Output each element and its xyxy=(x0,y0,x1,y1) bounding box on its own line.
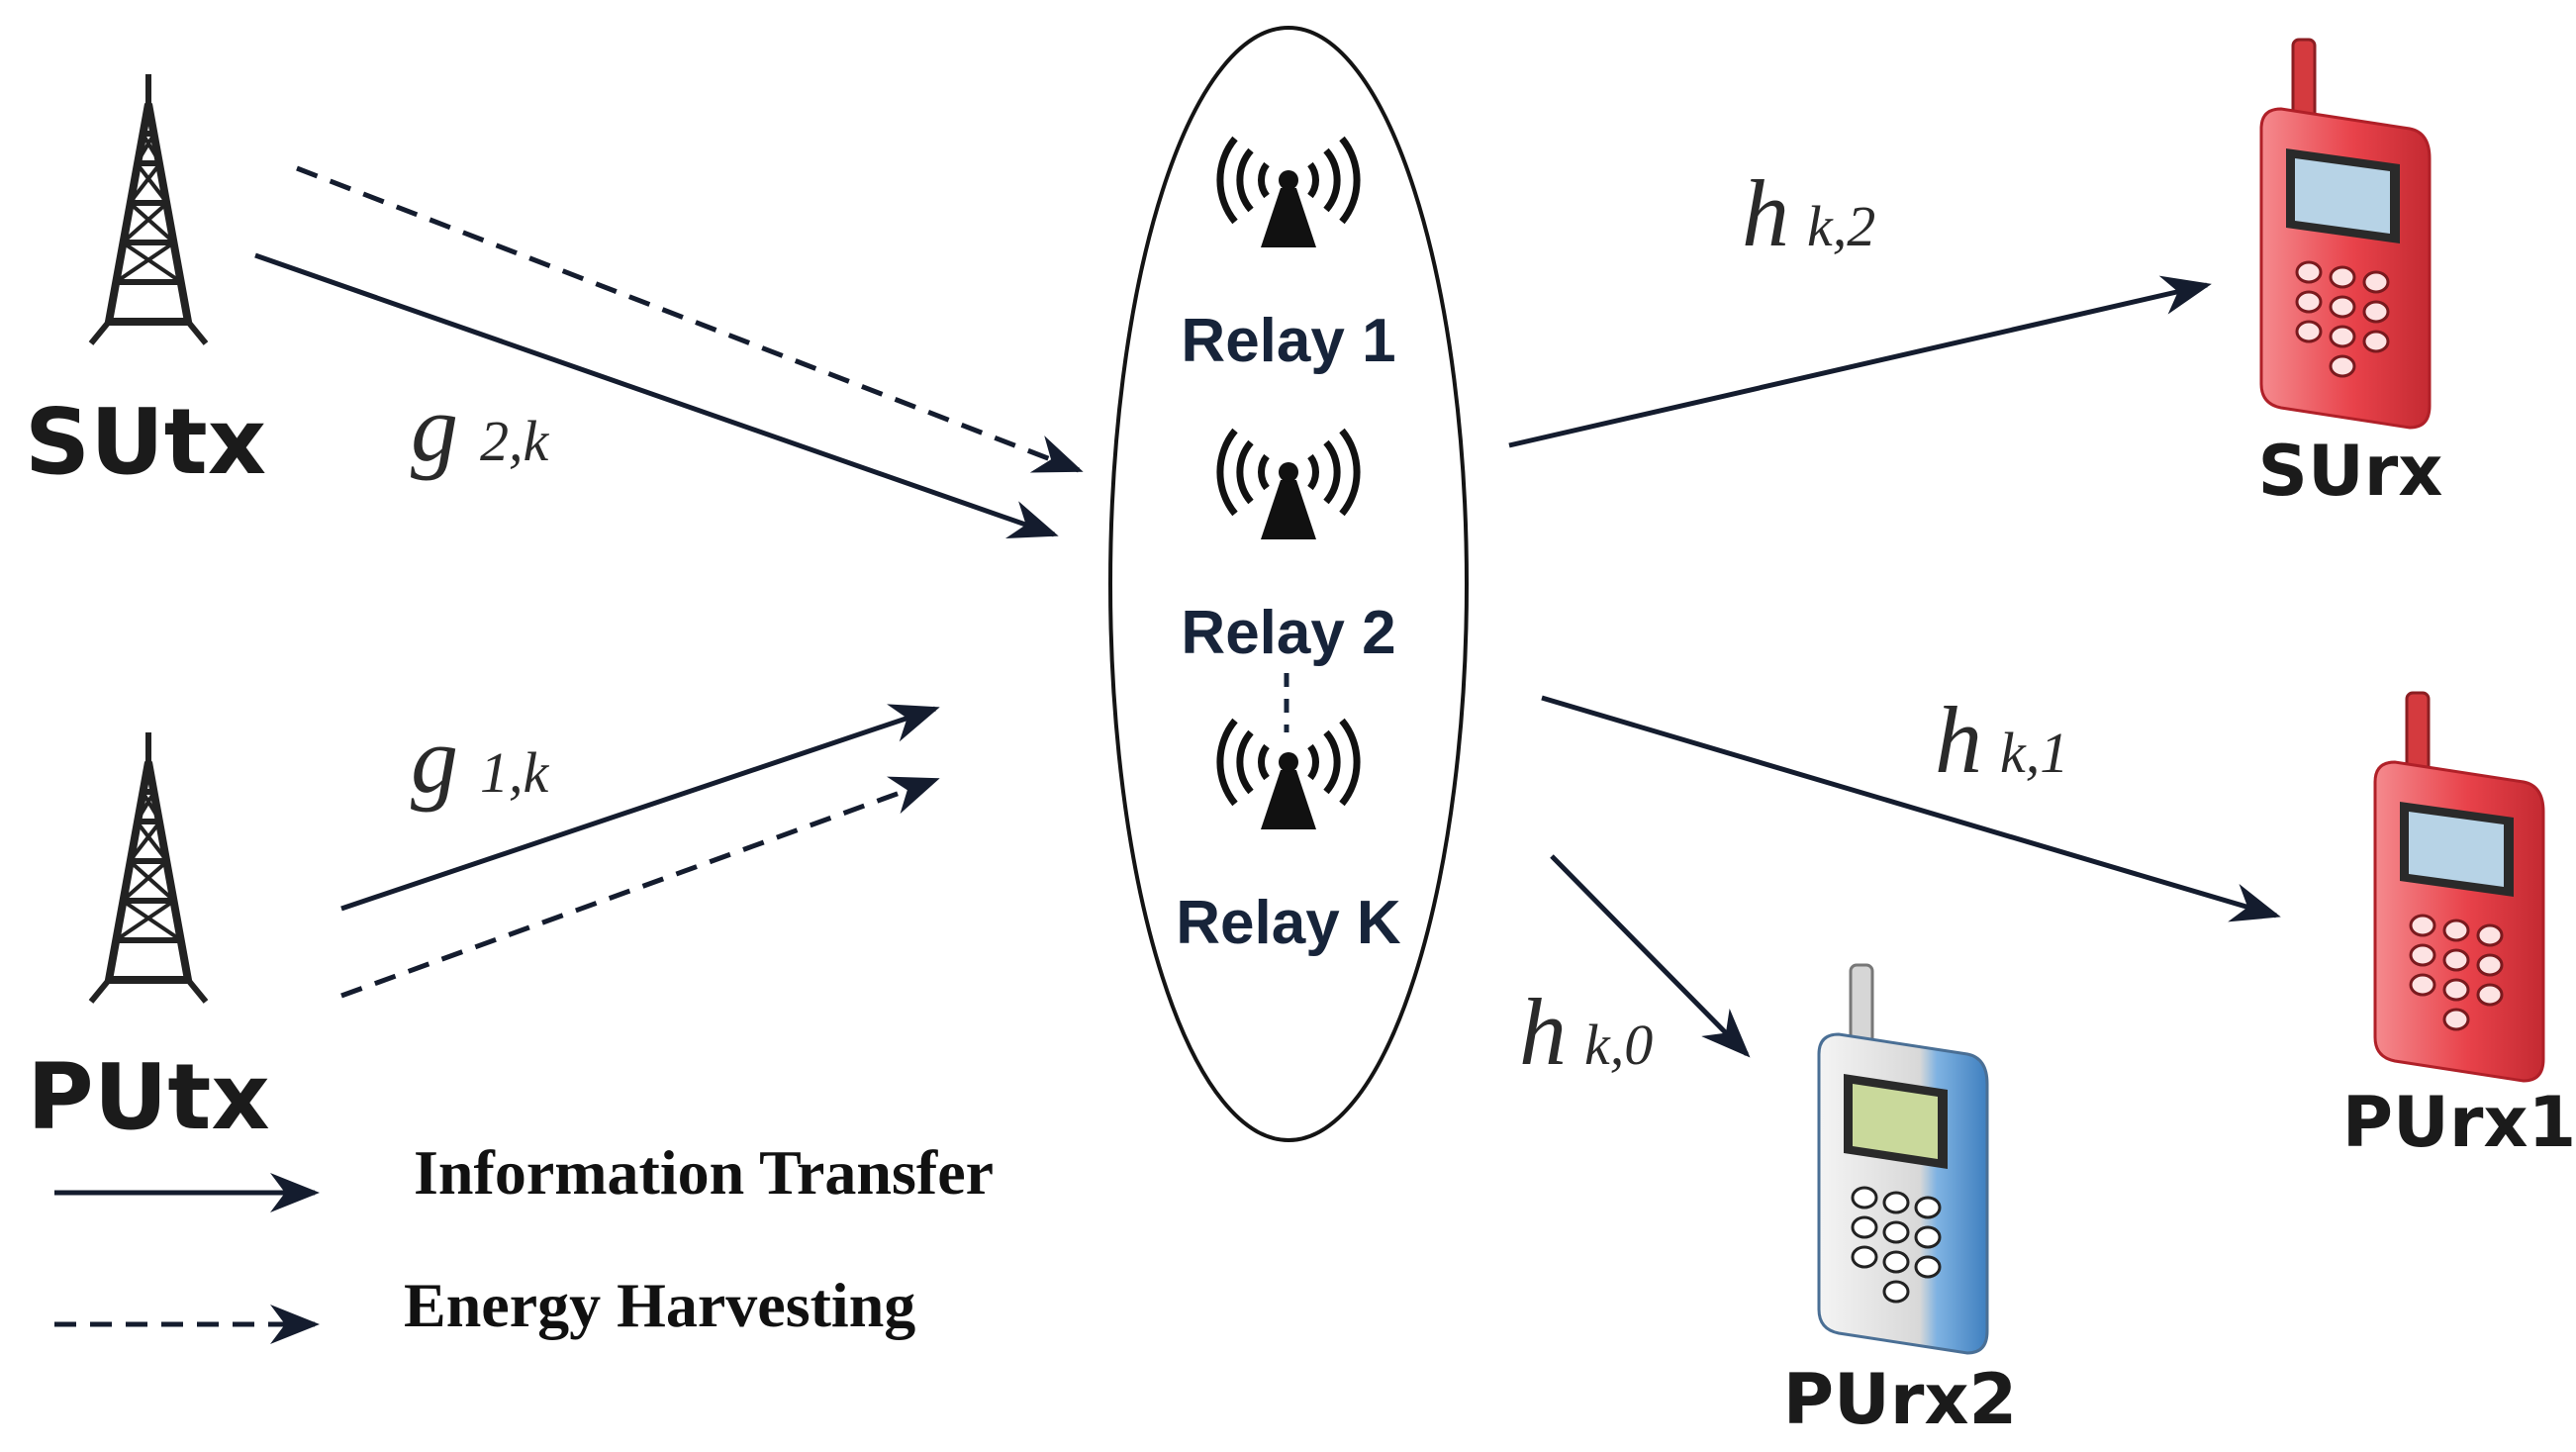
g2k-channel-label: g 2,k xyxy=(411,375,550,481)
putx-label: PUtx xyxy=(27,1044,269,1150)
relay-1-antenna-icon xyxy=(1220,139,1357,247)
sutx-label: SUtx xyxy=(25,389,266,495)
relay-2-antenna-icon xyxy=(1220,431,1357,539)
relay-2-label: Relay 2 xyxy=(1181,599,1395,667)
surx-label: SUrx xyxy=(2258,431,2443,512)
relay-to-surx-link xyxy=(1508,275,2212,448)
purx1-label: PUrx1 xyxy=(2342,1082,2576,1163)
legend-energy-harvesting-label: Energy Harvesting xyxy=(404,1270,915,1340)
hk1-channel-label: h k,1 xyxy=(1935,687,2068,793)
relay-to-purx1-link xyxy=(1541,695,2281,922)
purx2-blue-phone-icon xyxy=(1817,963,1989,1355)
relay-k-antenna-icon xyxy=(1220,721,1357,829)
relay-to-purx2-link xyxy=(1550,854,1751,1058)
purx1-red-phone-icon xyxy=(2373,691,2545,1083)
relay-1-label: Relay 1 xyxy=(1181,307,1395,375)
relay-k-label: Relay K xyxy=(1176,889,1401,957)
surx-red-phone-icon xyxy=(2259,38,2432,430)
sutx-energy-link xyxy=(296,165,1084,473)
putx-tower-icon xyxy=(91,732,206,1002)
sutx-tower-icon xyxy=(91,74,206,343)
putx-info-link xyxy=(340,704,940,912)
hk2-channel-label: h k,2 xyxy=(1742,160,1875,266)
hk0-channel-label: h k,0 xyxy=(1519,979,1653,1085)
legend-info-transfer-label: Information Transfer xyxy=(414,1137,994,1208)
sutx-info-link xyxy=(254,252,1059,539)
relay-cluster-ellipse xyxy=(1108,26,1469,1142)
purx2-label: PUrx2 xyxy=(1783,1359,2018,1440)
g1k-channel-label: g 1,k xyxy=(411,707,550,813)
